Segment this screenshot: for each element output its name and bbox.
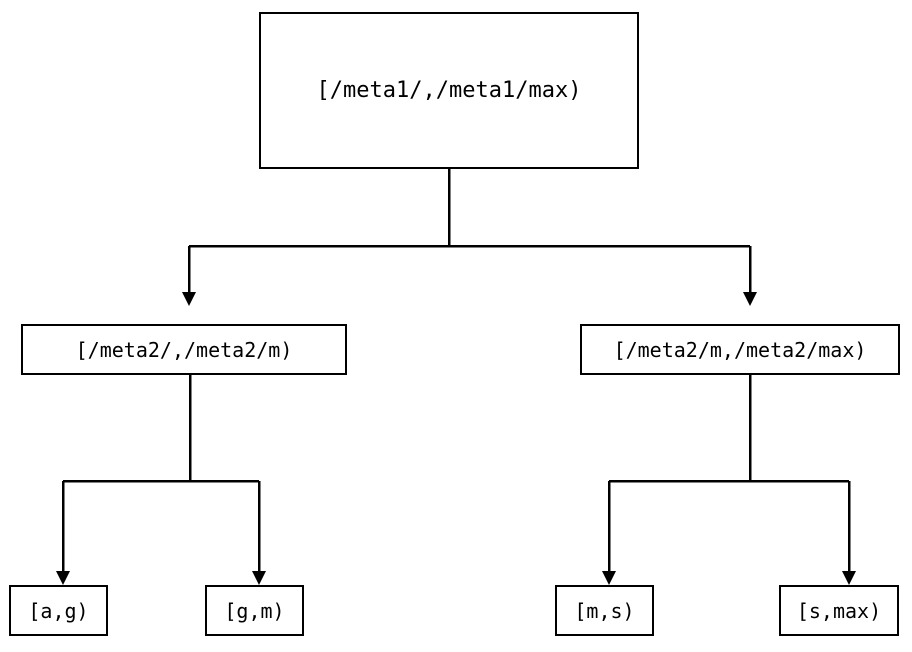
arrowhead-to-mid-right bbox=[743, 292, 757, 306]
node-leaf-s-max[interactable]: [s,max) bbox=[779, 585, 899, 636]
node-leaf-m-s-label: [m,s) bbox=[574, 598, 635, 623]
arrowhead-to-mid-left bbox=[182, 292, 196, 306]
node-leaf-g-m-label: [g,m) bbox=[224, 598, 285, 623]
node-mid-left[interactable]: [/meta2/,/meta2/m) bbox=[21, 324, 347, 375]
arrowhead-to-leaf-smax bbox=[842, 571, 856, 585]
node-leaf-g-m[interactable]: [g,m) bbox=[205, 585, 304, 636]
node-mid-right-label: [/meta2/m,/meta2/max) bbox=[613, 337, 867, 362]
node-leaf-a-g[interactable]: [a,g) bbox=[9, 585, 108, 636]
arrowhead-to-leaf-ag bbox=[56, 571, 70, 585]
arrowhead-to-leaf-gm bbox=[252, 571, 266, 585]
node-mid-right[interactable]: [/meta2/m,/meta2/max) bbox=[580, 324, 900, 375]
node-leaf-m-s[interactable]: [m,s) bbox=[555, 585, 654, 636]
node-mid-left-label: [/meta2/,/meta2/m) bbox=[75, 337, 293, 362]
node-root[interactable]: [/meta1/,/meta1/max) bbox=[259, 12, 639, 169]
node-root-label: [/meta1/,/meta1/max) bbox=[316, 77, 582, 103]
node-leaf-a-g-label: [a,g) bbox=[28, 598, 89, 623]
arrowhead-to-leaf-ms bbox=[602, 571, 616, 585]
node-leaf-s-max-label: [s,max) bbox=[796, 598, 882, 623]
